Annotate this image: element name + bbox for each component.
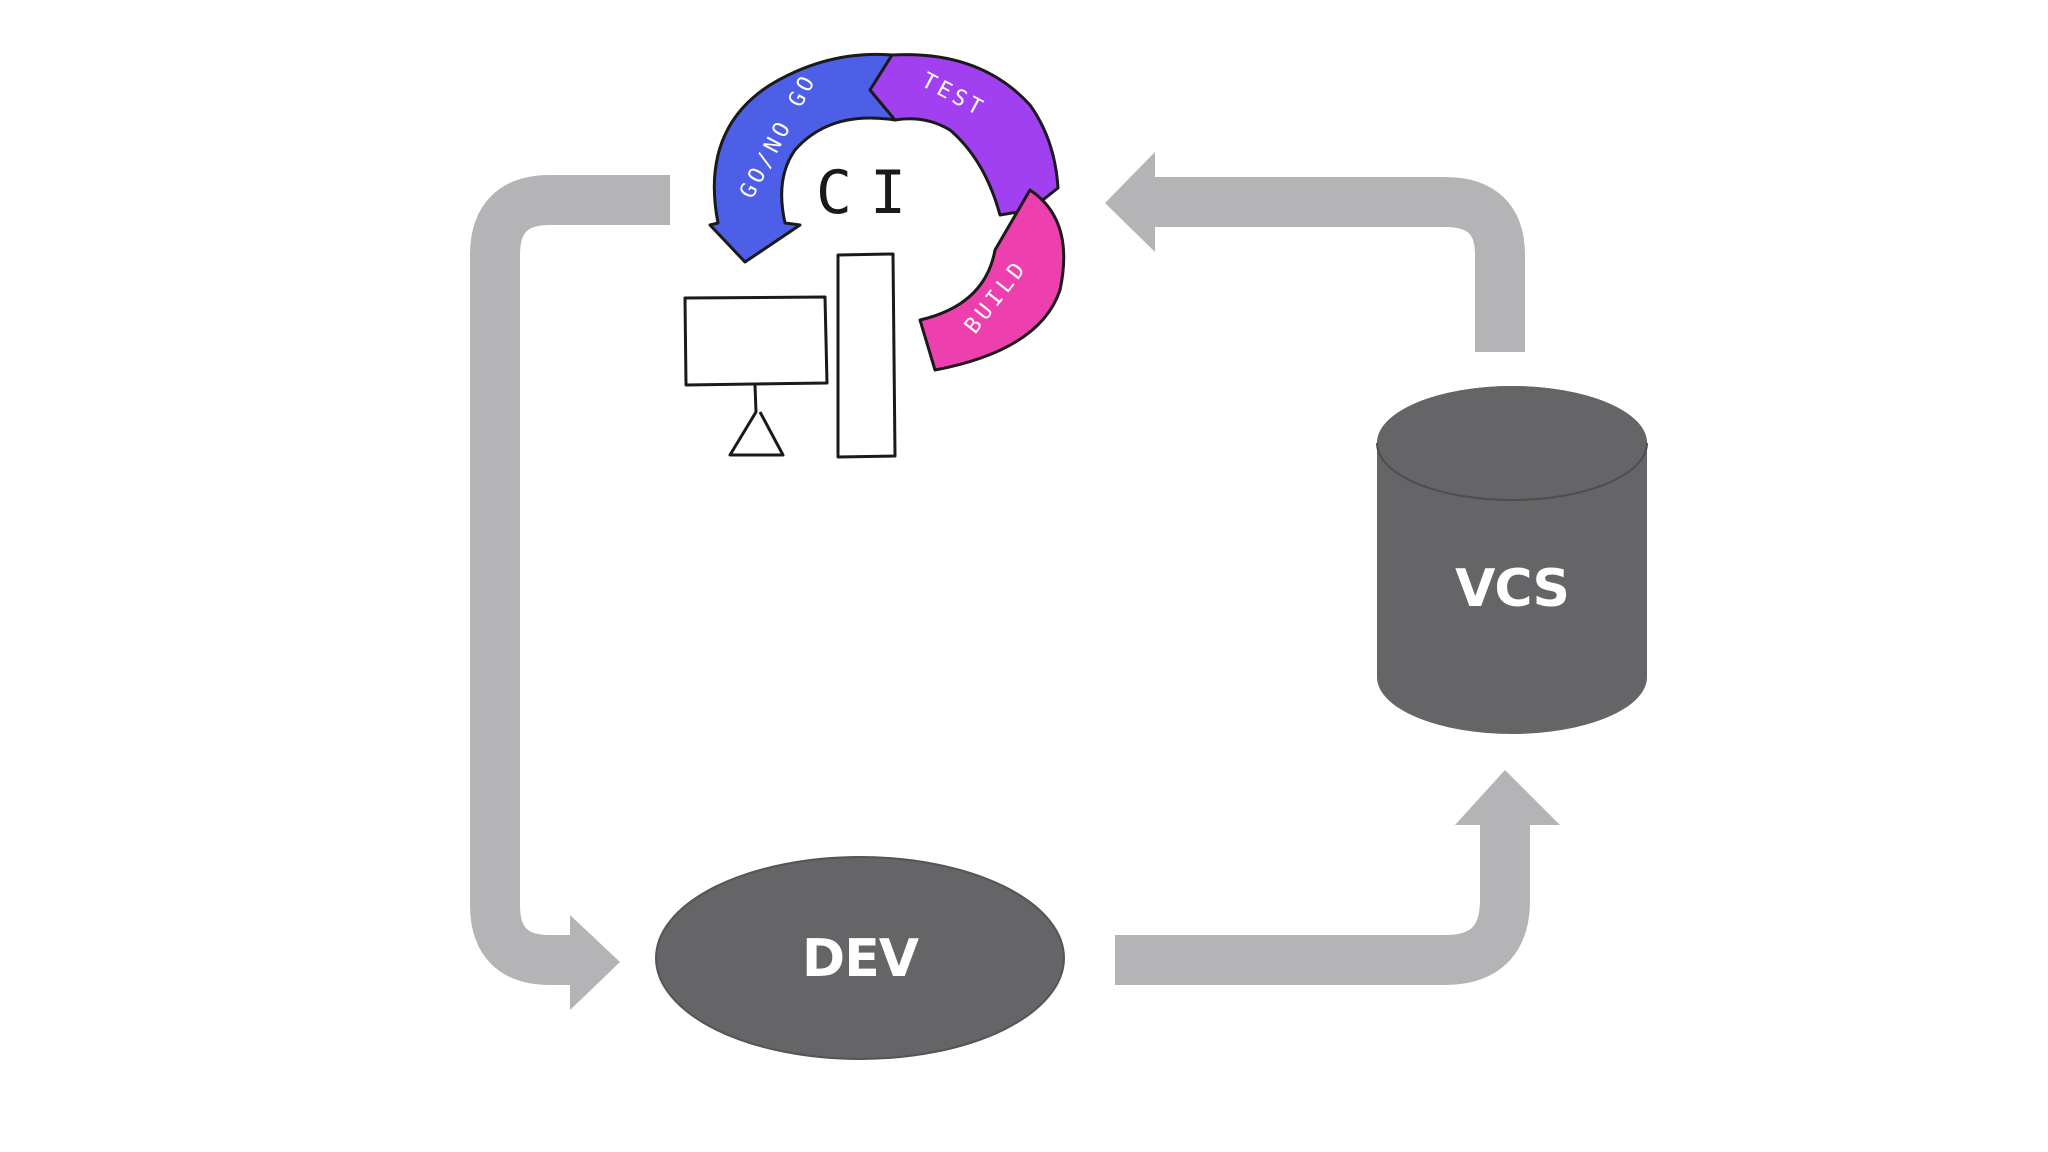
arrow-dev-to-vcs xyxy=(1115,770,1560,985)
ci-label: CI xyxy=(816,158,924,228)
arrow-vcs-to-ci xyxy=(1105,152,1525,352)
tower-icon xyxy=(836,252,897,459)
vcs-database-node: VCS xyxy=(1376,386,1648,734)
dev-label: DEV xyxy=(802,929,919,989)
ci-sketch-node: GO/NO GO TEST BUILD CI xyxy=(683,52,1066,459)
build-stage xyxy=(918,188,1066,372)
monitor-icon xyxy=(683,295,829,457)
test-stage xyxy=(868,53,1060,217)
arrow-ci-to-dev xyxy=(470,175,670,1010)
vcs-label: VCS xyxy=(1455,559,1569,619)
dev-node: DEV xyxy=(655,856,1065,1060)
